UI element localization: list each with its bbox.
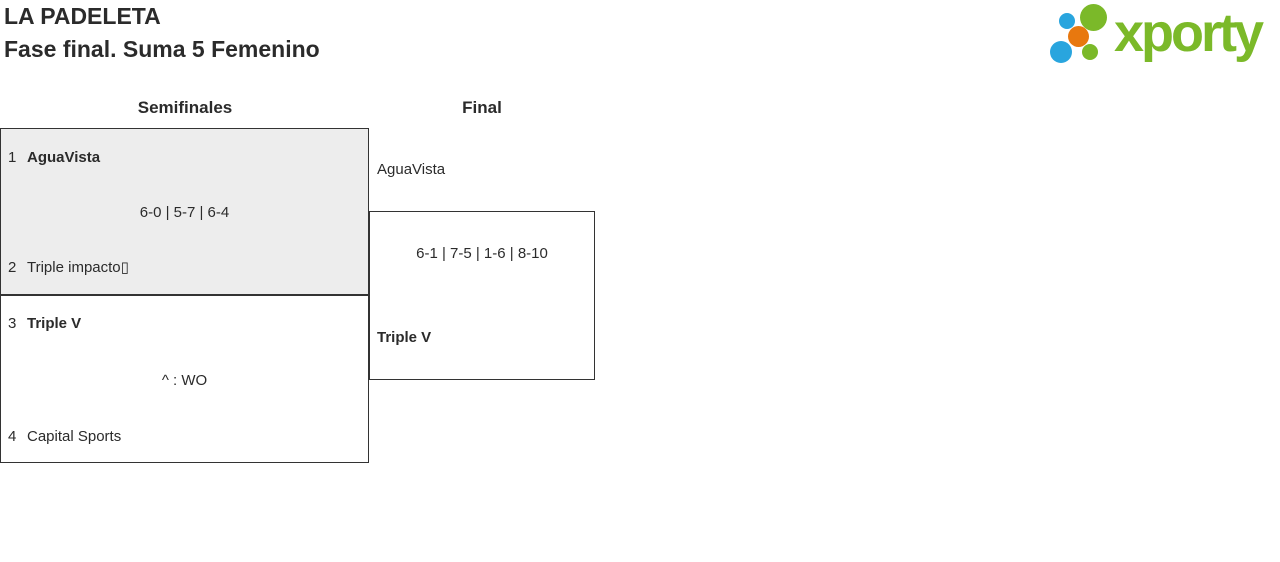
xporty-logo[interactable]: xporty — [1048, 0, 1280, 72]
seed-number: 1 — [8, 149, 17, 166]
seed-number: 4 — [8, 428, 17, 445]
logo-dot-green-large-icon — [1080, 4, 1107, 31]
final-team-bottom: Triple V — [377, 329, 432, 346]
category-subtitle: Fase final. Suma 5 Femenino — [4, 36, 320, 62]
team-name: Triple impacto▯ — [27, 259, 129, 276]
team-name: AguaVista — [27, 149, 101, 166]
match-team-row: 3 Triple V — [8, 314, 361, 334]
match-team-row: 4 Capital Sports — [8, 427, 361, 447]
match-team-row: 2 Triple impacto▯ — [8, 258, 361, 278]
final-team-top: AguaVista — [377, 161, 446, 178]
logo-wordmark: xporty — [1114, 3, 1264, 63]
match-semifinal-2[interactable]: 3 Triple V ^ : WO 4 Capital Sports — [0, 295, 369, 463]
round-header-final: Final — [462, 98, 502, 117]
round-header-semifinales: Semifinales — [137, 98, 233, 117]
final-match-score: 6-1 | 7-5 | 1-6 | 8-10 — [416, 245, 548, 262]
team-name: Capital Sports — [27, 428, 122, 445]
logo-dot-orange-icon — [1068, 26, 1089, 47]
match-score: ^ : WO — [161, 372, 208, 389]
logo-dot-blue-large-icon — [1050, 41, 1072, 63]
seed-number: 2 — [8, 259, 17, 276]
tournament-title: LA PADELETA — [4, 3, 161, 29]
match-final[interactable] — [369, 211, 595, 380]
seed-number: 3 — [8, 315, 17, 332]
match-score: 6-0 | 5-7 | 6-4 — [139, 204, 230, 221]
team-name: Triple V — [27, 315, 82, 332]
logo-dot-blue-small-icon — [1059, 13, 1075, 29]
match-semifinal-1[interactable]: 1 AguaVista 6-0 | 5-7 | 6-4 2 Triple imp… — [0, 128, 369, 295]
logo-dot-green-small-icon — [1082, 44, 1098, 60]
match-team-row: 1 AguaVista — [8, 148, 361, 168]
